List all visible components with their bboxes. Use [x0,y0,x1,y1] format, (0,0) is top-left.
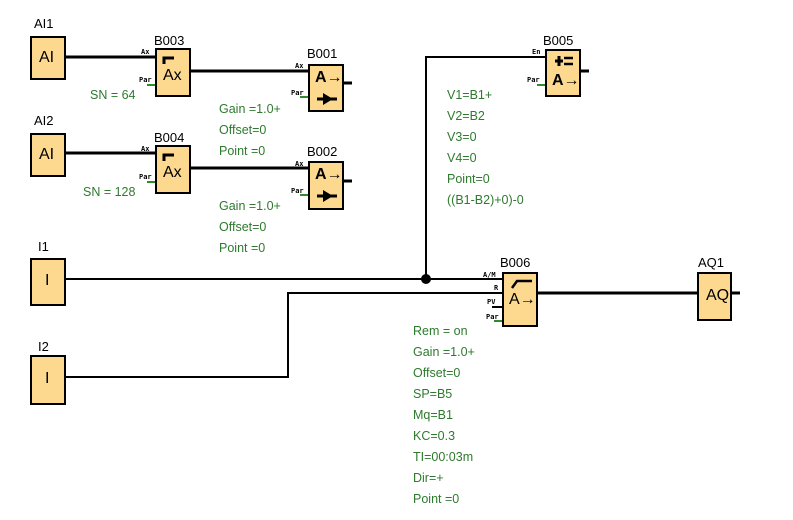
pin-pv: PV [487,298,496,306]
pin-par: Par [527,76,540,84]
analog-input-icon: AI [39,49,55,66]
digital-input-icon: I [45,370,50,387]
analog-amplifier-icon: Ax [163,164,182,181]
analog-amplifier-icon: Ax [163,67,182,84]
param-b005-v2: V2=B2 [447,109,485,123]
pin-ax: Ax [141,48,150,56]
param-b006-offset: Offset=0 [413,366,461,380]
block-b006-pi-controller[interactable]: A→ [502,272,538,327]
param-b001-gain: Gain =1.0+ [219,102,281,116]
param-b002-offset: Offset=0 [219,220,267,234]
block-i2[interactable]: I [30,355,66,405]
block-label-ai2: AI2 [34,113,54,128]
ramp-icon [162,56,174,64]
param-b002-gain: Gain =1.0+ [219,199,281,213]
ramp-icon [162,153,174,161]
analog-arrow-icon: A→ [315,166,343,183]
digital-input-icon: I [45,272,50,289]
param-b004-sn: SN = 128 [83,185,136,199]
pi-curve-icon [510,279,532,289]
pin-par: Par [291,187,304,195]
param-b005-v3: V3=0 [447,130,477,144]
param-b006-mq: Mq=B1 [413,408,453,422]
plus-equals-icon [555,56,573,66]
param-b006-kc: KC=0.3 [413,429,456,443]
param-b005-v1: V1=B1+ [447,88,493,102]
analog-arrow-icon: A→ [315,69,343,86]
block-ai1[interactable]: AI [30,36,66,80]
junction-dot [421,274,431,284]
block-label-b002: B002 [307,144,338,159]
block-label-aq1: AQ1 [698,255,725,270]
block-label-b001: B001 [307,46,338,61]
block-b001-analog-output[interactable]: A→ [308,64,344,112]
param-b006-ti: TI=00:03m [413,450,474,464]
param-b002-point: Point =0 [219,241,266,255]
pin-en: En [532,48,541,56]
pin-par: Par [486,313,499,321]
block-label-i2: I2 [38,339,49,354]
param-b001-point: Point =0 [219,144,266,158]
param-b005-formula: ((B1-B2)+0)-0 [447,193,524,207]
block-label-i1: I1 [38,239,49,254]
pin-ax: Ax [295,160,304,168]
block-label-b003: B003 [154,33,185,48]
block-b002-analog-output[interactable]: A→ [308,161,344,210]
analog-output-icon: AQ [706,287,730,304]
amplifier-triangle-icon [317,190,337,202]
param-b006-rem: Rem = on [413,324,468,338]
param-b001-offset: Offset=0 [219,123,267,137]
wire-i2-b006-r[interactable] [65,292,502,378]
pin-par: Par [291,89,304,97]
param-b006-gain: Gain =1.0+ [413,345,475,359]
analog-arrow-icon: A→ [552,72,580,89]
pin-par: Par [139,76,152,84]
param-b006-sp: SP=B5 [413,387,453,401]
block-b003-amplifier[interactable]: Ax [155,48,191,97]
pin-par: Par [139,173,152,181]
block-i1[interactable]: I [30,258,66,306]
param-b003-sn: SN = 64 [90,88,136,102]
block-label-b006: B006 [500,255,531,270]
param-b006-dir: Dir=+ [413,471,444,485]
pin-ax: Ax [141,145,150,153]
block-b004-amplifier[interactable]: Ax [155,145,191,194]
block-aq1[interactable]: AQ [697,272,732,321]
amplifier-triangle-icon [317,93,337,105]
wire-branch-b005-en[interactable] [425,56,545,279]
analog-arrow-icon: A→ [509,291,536,308]
param-b005-point: Point=0 [447,172,490,186]
pin-am: A/M [483,271,496,279]
block-b005-math[interactable]: A→ [545,49,581,97]
block-label-b004: B004 [154,130,185,145]
analog-input-icon: AI [39,146,55,163]
pin-r: R [494,284,499,292]
block-label-b005: B005 [543,33,574,48]
pin-ax: Ax [295,62,304,70]
block-label-ai1: AI1 [34,16,54,31]
param-b006-point: Point =0 [413,492,460,506]
block-ai2[interactable]: AI [30,133,66,177]
param-b005-v4: V4=0 [447,151,477,165]
